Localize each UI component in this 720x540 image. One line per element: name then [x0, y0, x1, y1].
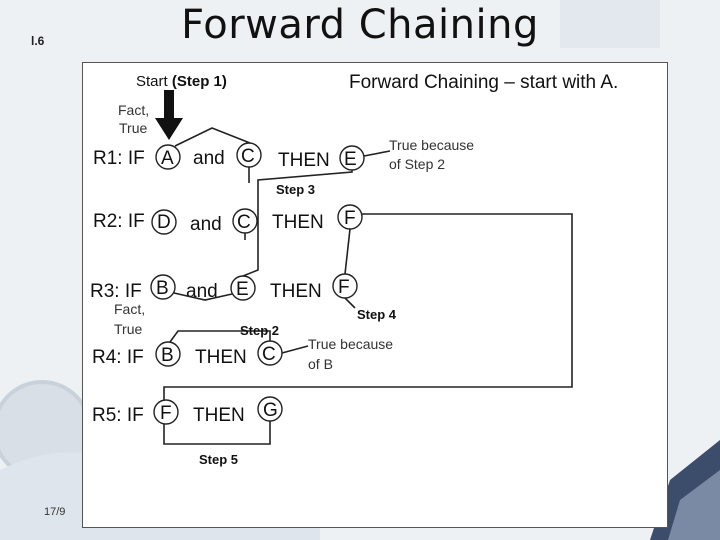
step5-label: Step 5 [199, 452, 238, 467]
r2-then: THEN [272, 212, 324, 233]
footer-date: 17/9 [44, 506, 66, 518]
true-because-2b: of B [308, 356, 333, 372]
step2-line [169, 330, 271, 343]
start-label: Start (Step 1) [136, 73, 227, 90]
r1-node-e-label: E [344, 149, 357, 170]
r4-node-c-label: C [262, 344, 276, 365]
step3-label: Step 3 [276, 182, 315, 197]
true-because-1b: of Step 2 [389, 156, 445, 172]
r5-then: THEN [193, 405, 245, 426]
fact-true-label-1b: True [119, 120, 147, 136]
r3-node-e-label: E [236, 279, 249, 300]
r3-node-f-label: F [338, 277, 350, 298]
diagram-heading: Forward Chaining – start with A. [349, 72, 618, 93]
r1-node-a [155, 144, 181, 170]
r4-then: THEN [195, 347, 247, 368]
r3-then: THEN [270, 281, 322, 302]
r1-then: THEN [278, 150, 330, 171]
step4-line [344, 228, 351, 275]
step5-bracket [163, 421, 271, 445]
r2-node-d-label: D [157, 212, 171, 233]
step4-box [163, 213, 573, 400]
connector-lines [163, 127, 573, 445]
fact-true-label-2a: Fact, [114, 301, 145, 317]
rule-r3-label: R3: IF [90, 281, 142, 302]
start-arrow-shaft [164, 90, 174, 120]
r1-e-to-note [363, 150, 391, 157]
r3-and-bracket [173, 292, 233, 301]
r2-and: and [190, 214, 222, 235]
true-because-2a: True because [308, 336, 393, 352]
slide-title: Forward Chaining [181, 2, 539, 48]
r2-node-c-label: C [237, 212, 251, 233]
rule-r1-label: R1: IF [93, 148, 145, 169]
step4-label: Step 4 [357, 307, 397, 322]
r1-and-bracket [174, 127, 251, 147]
r4-node-b-label: B [161, 345, 174, 366]
r3-node-b [150, 274, 176, 300]
r5-node-g-label: G [263, 400, 278, 421]
step3-line [242, 170, 353, 277]
rule-r2-label: R2: IF [93, 211, 145, 232]
r4-node-b [155, 341, 181, 367]
fact-true-label-2b: True [114, 321, 142, 337]
true-because-1a: True because [389, 137, 474, 153]
rule-r4-label: R4: IF [92, 347, 144, 368]
start-arrow-head [155, 118, 183, 140]
r5-node-f-label: F [160, 403, 172, 424]
r1-node-c-label: C [241, 146, 255, 167]
r3-node-b-label: B [156, 278, 169, 299]
r5-node-f [153, 399, 179, 425]
rule-r5-label: R5: IF [92, 405, 144, 426]
r2-node-f-label: F [344, 208, 356, 229]
slide-number: l.6 [31, 34, 45, 48]
r2-node-d [151, 209, 177, 235]
fact-true-label-1a: Fact, [118, 102, 149, 118]
r4-c-to-note [281, 345, 309, 354]
step2-label: Step 2 [240, 323, 279, 338]
r1-node-a-label: A [161, 148, 174, 169]
r1-and: and [193, 148, 225, 169]
r3-f-to-step4 [344, 297, 356, 309]
